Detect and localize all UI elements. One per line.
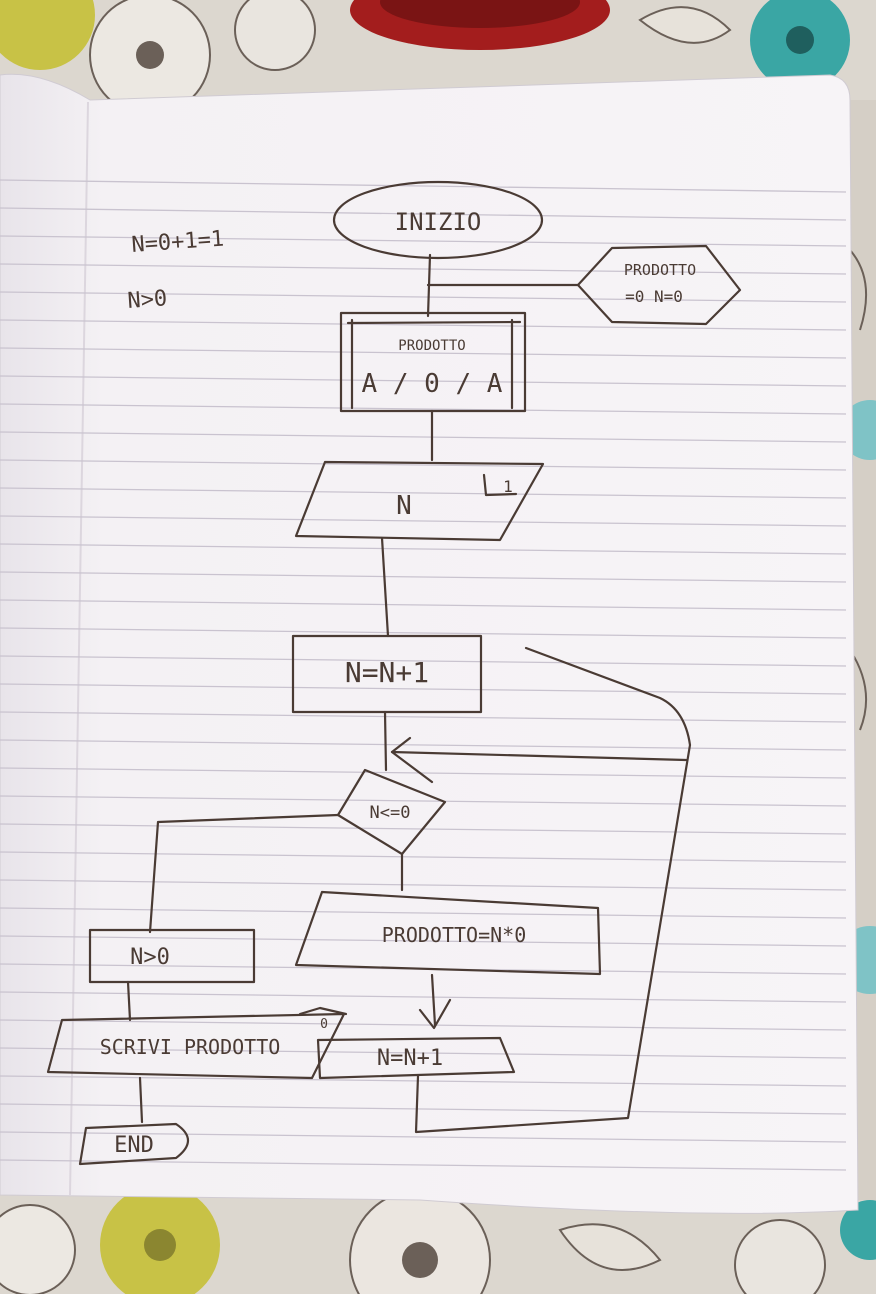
connector-line (383, 710, 388, 772)
flower-shape (734, 1219, 826, 1294)
flower-shape (786, 26, 814, 54)
flower-shape (840, 1200, 876, 1260)
output-tag-corner (298, 1006, 348, 1016)
flower-shape (0, 1204, 76, 1294)
connector-line (138, 1076, 144, 1124)
input-tag: 1 (503, 477, 513, 496)
note-line-2: N>0 (127, 286, 168, 314)
flower-shape (0, 0, 95, 70)
leaf-shape (638, 6, 732, 44)
arrow-head (418, 998, 452, 1030)
cup-shape (380, 0, 580, 28)
loop-back-line (414, 646, 692, 1134)
flower-shape (402, 1242, 438, 1278)
arrow-head (390, 736, 434, 784)
end-label: END (114, 1133, 154, 1158)
flower-shape (234, 0, 316, 71)
output-tag: 0 (320, 1017, 328, 1032)
input-parallelogram (294, 460, 545, 542)
page-fold (69, 101, 89, 1196)
output-box (46, 1012, 346, 1080)
assign-box (291, 634, 483, 714)
connector-line (126, 980, 132, 1022)
process-box (294, 890, 602, 976)
ruled-lines (0, 179, 847, 1171)
start-terminator (332, 180, 544, 260)
notebook-page: N=0+1=1 N>0 (0, 73, 859, 1214)
declare-box-inner-line (346, 318, 522, 410)
condition-label: N>0 (130, 945, 170, 970)
input-label: N (396, 491, 412, 521)
assign-label: N=N+1 (345, 656, 429, 689)
connector-line (380, 536, 390, 638)
declare-label-2: A / 0 / A (362, 369, 503, 399)
loop-back-line (390, 750, 688, 762)
decision-label: N<=0 (370, 803, 411, 823)
output-label: SCRIVI PRODOTTO (100, 1035, 281, 1059)
paper-sheet (0, 73, 859, 1214)
increment-label: N=N+1 (377, 1046, 443, 1071)
leaf-shape (558, 1223, 662, 1271)
start-label: INIZIO (395, 208, 482, 236)
condition-box (88, 928, 256, 984)
declare-label-1: PRODOTTO (398, 338, 465, 354)
init-label-2: =0 N=0 (625, 287, 683, 306)
end-terminator (78, 1122, 190, 1166)
flowchart (46, 180, 742, 1166)
init-label-1: PRODOTTO (624, 261, 696, 279)
flower-shape (136, 41, 164, 69)
leaf-shape (849, 249, 868, 331)
connector-line (148, 813, 340, 934)
flower-shape (144, 1229, 176, 1261)
leaf-shape (849, 649, 868, 731)
input-tag-corner (482, 473, 518, 497)
init-hexagon (576, 244, 742, 326)
connector-line (430, 973, 437, 1027)
process-label: PRODOTTO=N*0 (382, 923, 527, 947)
